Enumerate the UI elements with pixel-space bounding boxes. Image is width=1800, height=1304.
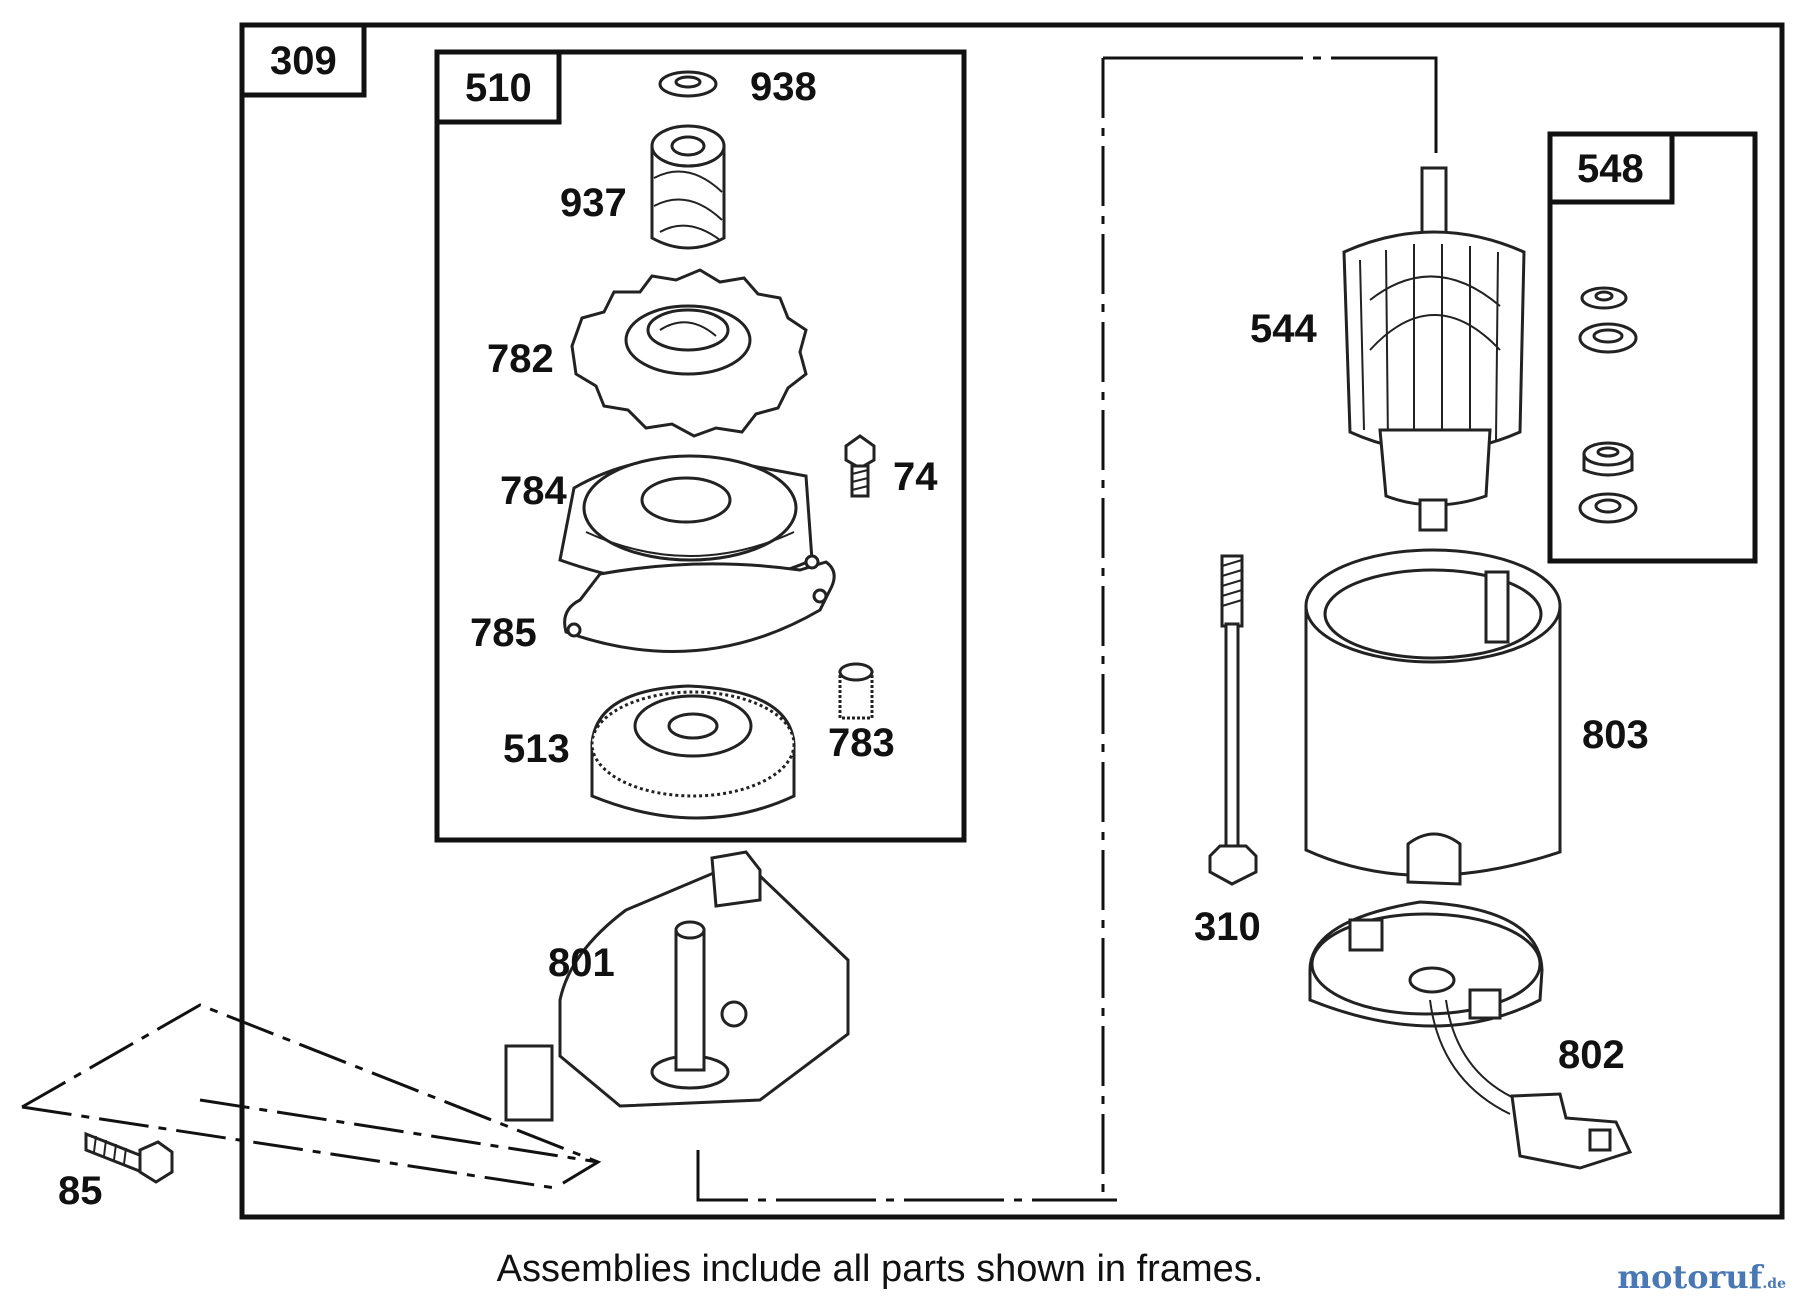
frame-548-label: 548 — [1577, 147, 1644, 191]
label-784: 784 — [500, 469, 567, 513]
label-937: 937 — [560, 181, 627, 225]
diagram-caption: Assemblies include all parts shown in fr… — [496, 1248, 1264, 1290]
watermark-logo: motoruf.de — [1617, 1258, 1786, 1296]
frame-510-label: 510 — [465, 66, 532, 110]
frame-309-label: 309 — [270, 39, 337, 83]
label-74: 74 — [893, 455, 938, 499]
label-544: 544 — [1250, 307, 1317, 351]
part-783-pinion — [838, 662, 874, 720]
frame-510-tag — [434, 49, 562, 125]
part-310-bolt — [1208, 554, 1258, 886]
label-513: 513 — [503, 727, 570, 771]
frame-309 — [239, 22, 1785, 1220]
part-784-housing — [558, 454, 814, 587]
part-85-bolt — [84, 1131, 174, 1184]
frame-309-tag — [239, 22, 367, 98]
part-548-washers — [1578, 286, 1638, 524]
assembly-line-bottom — [696, 1150, 1117, 1202]
part-74-screw — [844, 434, 876, 498]
watermark-suffix: .de — [1762, 1276, 1786, 1292]
part-513-gear-assembly — [590, 684, 796, 820]
part-801-end-cap — [504, 850, 850, 1122]
part-782-gear — [570, 268, 808, 438]
part-938-clip — [658, 70, 718, 98]
frame-510 — [434, 49, 967, 843]
part-803-housing — [1304, 548, 1562, 886]
label-938: 938 — [750, 65, 817, 109]
assembly-line-top — [1103, 56, 1438, 160]
label-783: 783 — [828, 721, 895, 765]
part-937-sleeve — [650, 124, 726, 250]
label-85: 85 — [58, 1169, 103, 1213]
label-782: 782 — [487, 337, 554, 381]
label-801: 801 — [548, 941, 615, 985]
label-310: 310 — [1194, 905, 1261, 949]
frame-548-tag — [1547, 131, 1675, 205]
part-544-armature — [1342, 166, 1526, 532]
label-803: 803 — [1582, 713, 1649, 757]
watermark-brand: motoruf — [1617, 1258, 1763, 1296]
label-802: 802 — [1558, 1033, 1625, 1077]
label-785: 785 — [470, 611, 537, 655]
assembly-line-85 — [21, 1003, 602, 1190]
part-802-brush-plate — [1308, 900, 1633, 1170]
part-785-gasket — [563, 554, 836, 654]
